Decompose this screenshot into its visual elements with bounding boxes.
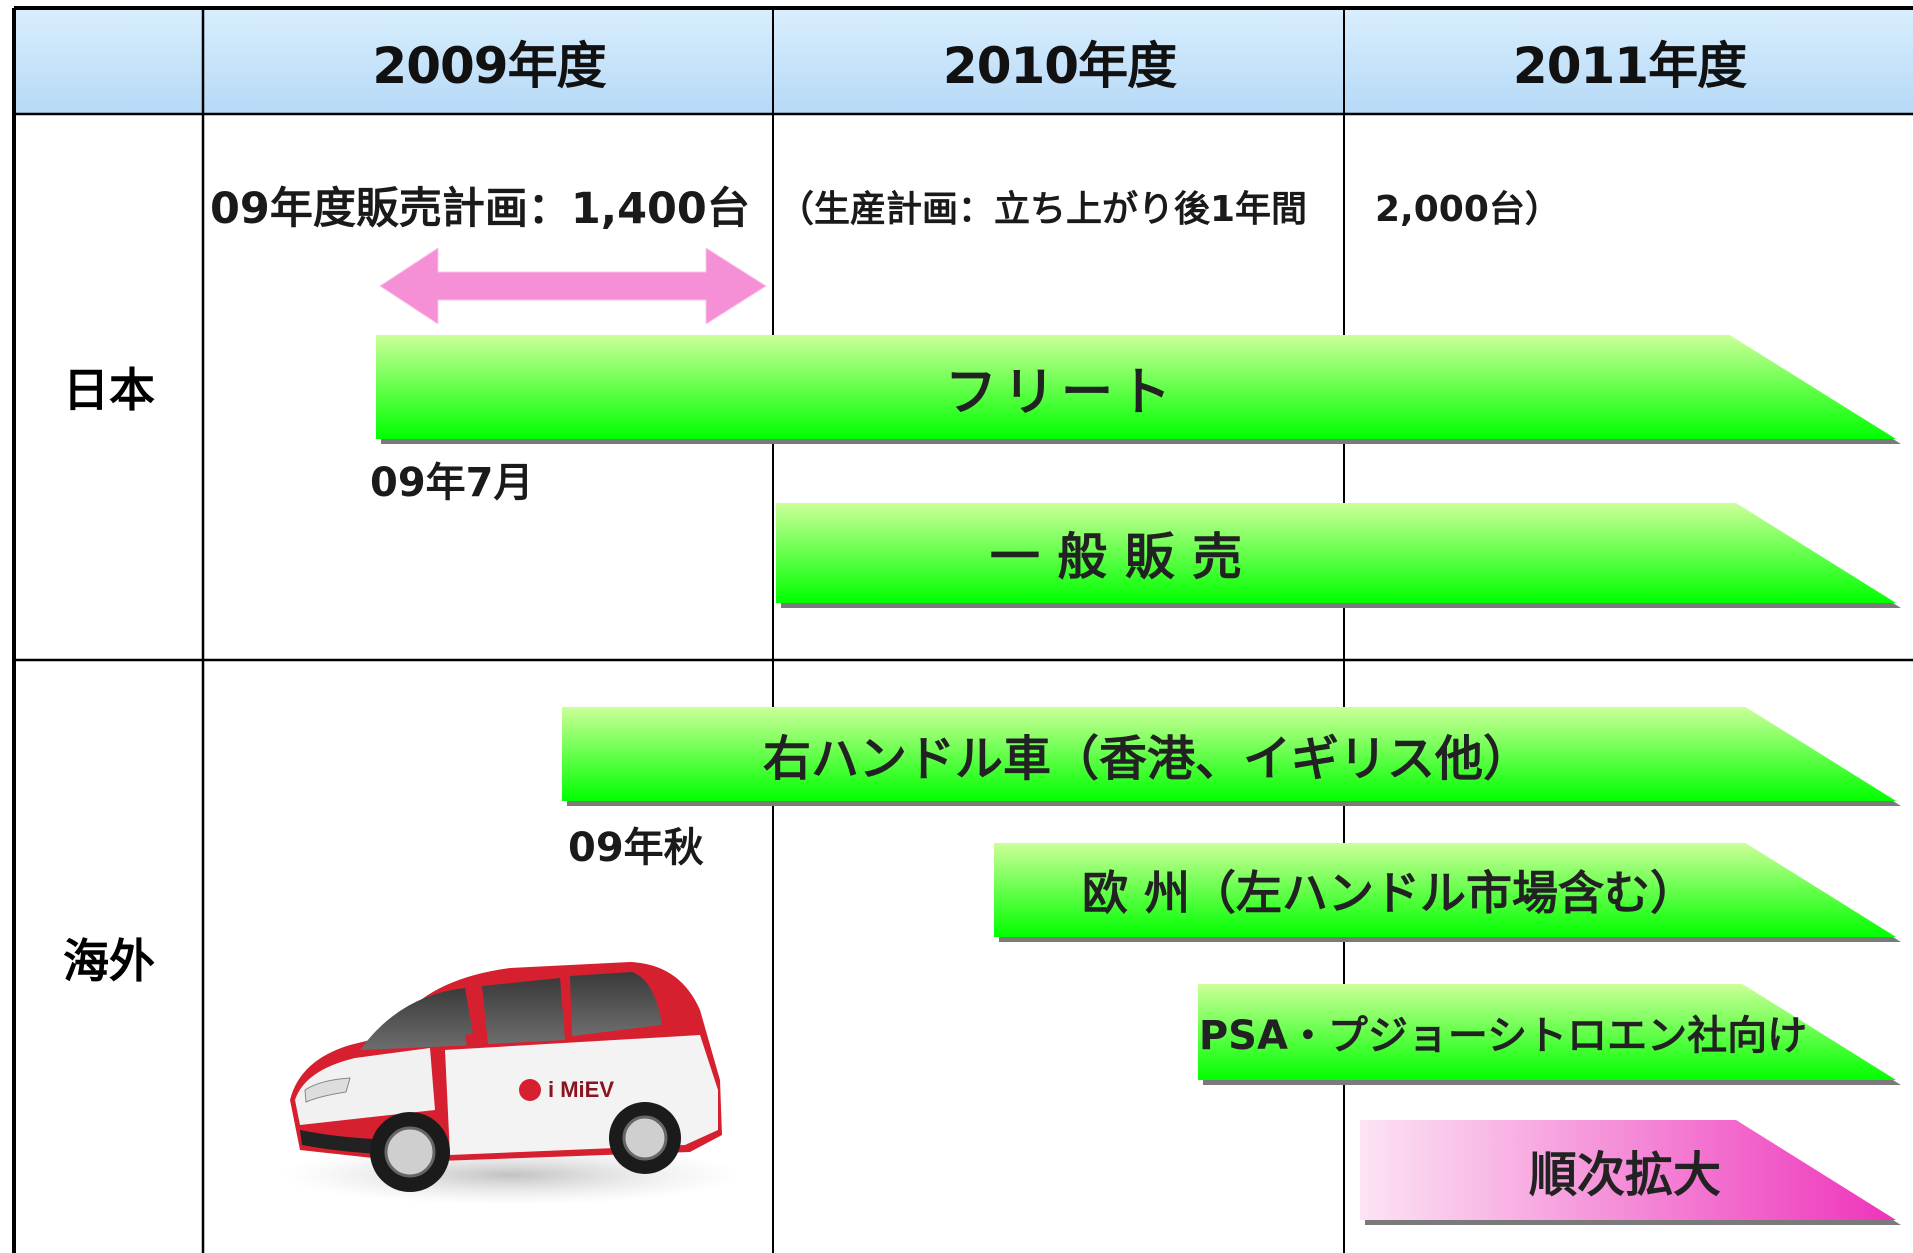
bar-psa-fill [1198,984,1896,1080]
bar-psa: PSA・プジョーシトロエン社向け [1198,984,1901,1085]
header-year-2009: 2009年度 [372,37,606,95]
bar-fleet-label: フリート [944,362,1177,423]
bar-europe: 欧 州（左ハンドル市場含む） [994,843,1901,942]
header-year-2010: 2010年度 [942,37,1177,95]
bar-general-sales-shape [776,503,1901,608]
bar-psa-label: PSA・プジョーシトロエン社向け [1198,1013,1808,1059]
fleet-start-date: 09年7月 [370,460,534,506]
bar-rhd-label: 右ハンドル車（香港、イギリス他） [762,731,1531,787]
bar-expand: 順次拡大 [1360,1120,1901,1225]
bar-fleet-shape [376,335,1901,444]
bar-expand-shape [1360,1120,1901,1225]
bar-general-sales-label: 一 般 販 売 [989,528,1243,586]
bar-rhd-fill [562,707,1896,801]
sales-plan-note: 09年度販売計画：1,400台 [210,184,750,234]
bar-expand-label: 順次拡大 [1528,1147,1721,1203]
sales-period-arrow [380,248,767,324]
overseas-start-date: 09年秋 [568,825,704,871]
production-plan-quantity: 2,000台） [1375,189,1561,230]
car-logo-text: i MiEV [548,1077,614,1102]
bar-fleet: フリート [376,335,1901,444]
bar-europe-label: 欧 州（左ハンドル市場含む） [1081,866,1696,920]
bar-general-sales: 一 般 販 売 [776,503,1901,608]
production-plan-note: （生産計画：立ち上がり後1年間 [778,189,1308,230]
bar-expand-fill [1360,1120,1896,1220]
bar-europe-shape [994,843,1901,942]
header-year-2011: 2011年度 [1512,37,1747,95]
row-label-overseas: 海外 [63,933,155,988]
bar-psa-shape [1198,984,1901,1085]
bar-general-sales-fill [776,503,1896,603]
bar-fleet-fill [376,335,1896,439]
header-background [14,10,1913,114]
row-label-japan: 日本 [63,363,155,417]
bar-rhd: 右ハンドル車（香港、イギリス他） [562,707,1901,806]
bar-rhd-shape [562,707,1901,806]
car-image: i MiEV [280,962,740,1205]
bar-europe-fill [994,843,1896,937]
